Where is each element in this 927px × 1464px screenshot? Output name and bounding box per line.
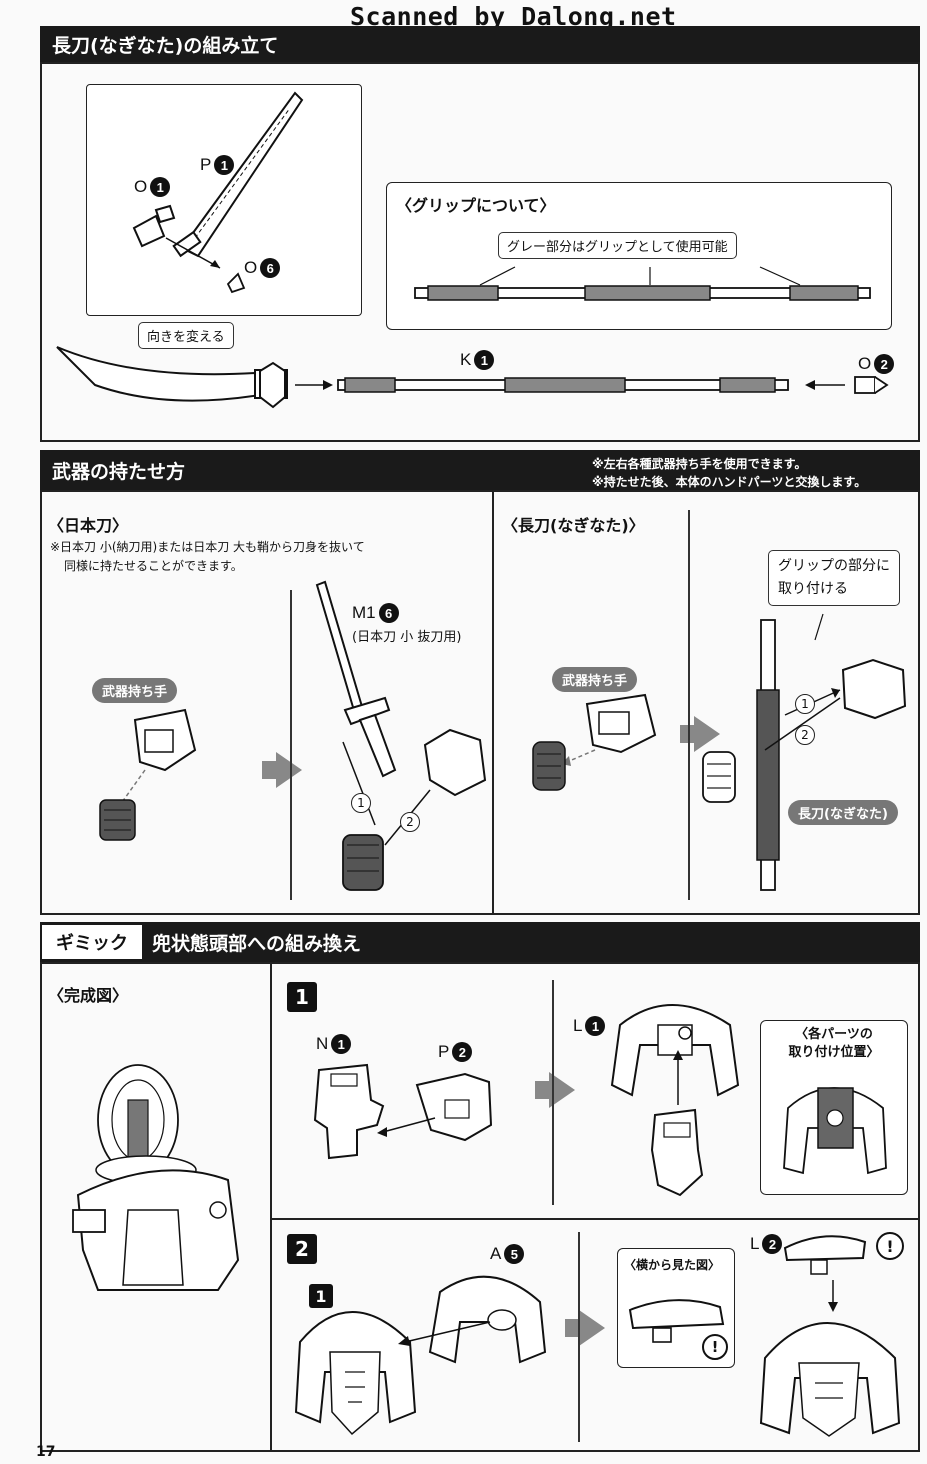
section-divider <box>492 490 494 915</box>
note-line: ※左右各種武器持ち手を使用できます。 <box>592 457 807 471</box>
complete-title: 〈完成図〉 <box>48 986 129 1005</box>
naginata-grip-illustration <box>702 613 907 891</box>
section-header-naginata-assembly: 長刀(なぎなた)の組み立て <box>40 26 920 62</box>
caution-icon: ! <box>702 1334 728 1360</box>
step-arrow <box>680 716 720 752</box>
section-divider <box>270 962 272 1452</box>
section-notes: ※左右各種武器持ち手を使用できます。 ※持たせた後、本体のハンドパーツと交換しま… <box>592 455 866 491</box>
gimmick-tag: ギミック <box>42 925 142 959</box>
panel-divider <box>578 1232 580 1442</box>
section-frame-holding <box>40 490 920 915</box>
section-header-gimmick: ギミック 兜状態頭部への組み換え <box>40 922 920 962</box>
section-frame-assembly <box>40 62 920 442</box>
section-divider <box>270 1218 920 1220</box>
blade-part-illustration <box>132 91 304 294</box>
step-marker-2: 2 <box>795 725 815 745</box>
weapon-hand-label: 武器持ち手 <box>92 678 178 703</box>
section-frame-gimmick <box>40 962 920 1452</box>
part-description: (日本刀 小 抜刀用) <box>352 630 462 645</box>
step-reference-1: 1 <box>309 1284 333 1308</box>
step-marker-1: 1 <box>351 793 371 813</box>
katana-note: ※日本刀 小(納刀用)または日本刀 大も鞘から刀身を抜いて 同様に持たせることが… <box>50 540 365 573</box>
section-title: 兜状態頭部への組み換え <box>152 932 362 955</box>
step-arrow <box>535 1072 575 1108</box>
step-number-1: 1 <box>287 982 317 1012</box>
grip-callout: グレー部分はグリップとして使用可能 <box>498 232 737 259</box>
panel-divider <box>290 590 292 900</box>
page-number: 17 <box>36 1444 56 1460</box>
turn-around-label: 向きを変える <box>138 322 234 349</box>
panel-divider <box>552 980 554 1205</box>
side-view-title: 〈横から見た図〉 <box>624 1258 721 1272</box>
grip-attach-callout: グリップの部分に 取り付ける <box>768 550 900 606</box>
grip-info-title: 〈グリップについて〉 <box>396 196 556 215</box>
side-view-part-illustration <box>628 1299 725 1343</box>
grip-diagram <box>414 266 871 301</box>
section-header-holding-weapons: 武器の持たせ方 <box>40 450 920 490</box>
katana-hand-illustration <box>99 708 197 841</box>
step2-final-helmet-illustration <box>759 1235 901 1437</box>
step2-helmet-assembly-illustration <box>294 1275 547 1436</box>
katana-assembly-illustration <box>315 580 487 891</box>
section-title: 長刀(なぎなた)の組み立て <box>52 34 279 57</box>
naginata-hand-illustration <box>532 693 657 791</box>
naginata-assembly-diagram <box>56 346 889 409</box>
inset-title: 〈各パーツの 取り付け位置〉 <box>788 1027 880 1060</box>
naginata-label: 長刀(なぎなた) <box>788 800 898 825</box>
completed-figure <box>72 1064 240 1291</box>
step-marker-1: 1 <box>795 694 815 714</box>
inset-helmet-illustration <box>783 1087 887 1175</box>
step-marker-2: 2 <box>400 812 420 832</box>
step1-parts-illustration <box>313 1063 493 1160</box>
section-title: 武器の持たせ方 <box>52 460 186 483</box>
note-line: ※持たせた後、本体のハンドパーツと交換します。 <box>592 475 867 489</box>
step-arrow <box>262 752 302 788</box>
weapon-hand-label: 武器持ち手 <box>552 667 638 692</box>
caution-icon: ! <box>876 1232 904 1260</box>
naginata-title: 〈長刀(なぎなた)〉 <box>502 516 645 535</box>
step-number-2: 2 <box>287 1234 317 1264</box>
step1-helmet-illustration <box>610 1004 740 1197</box>
katana-title: 〈日本刀〉 <box>48 516 129 535</box>
panel-divider <box>688 510 690 900</box>
step-arrow <box>565 1310 605 1346</box>
